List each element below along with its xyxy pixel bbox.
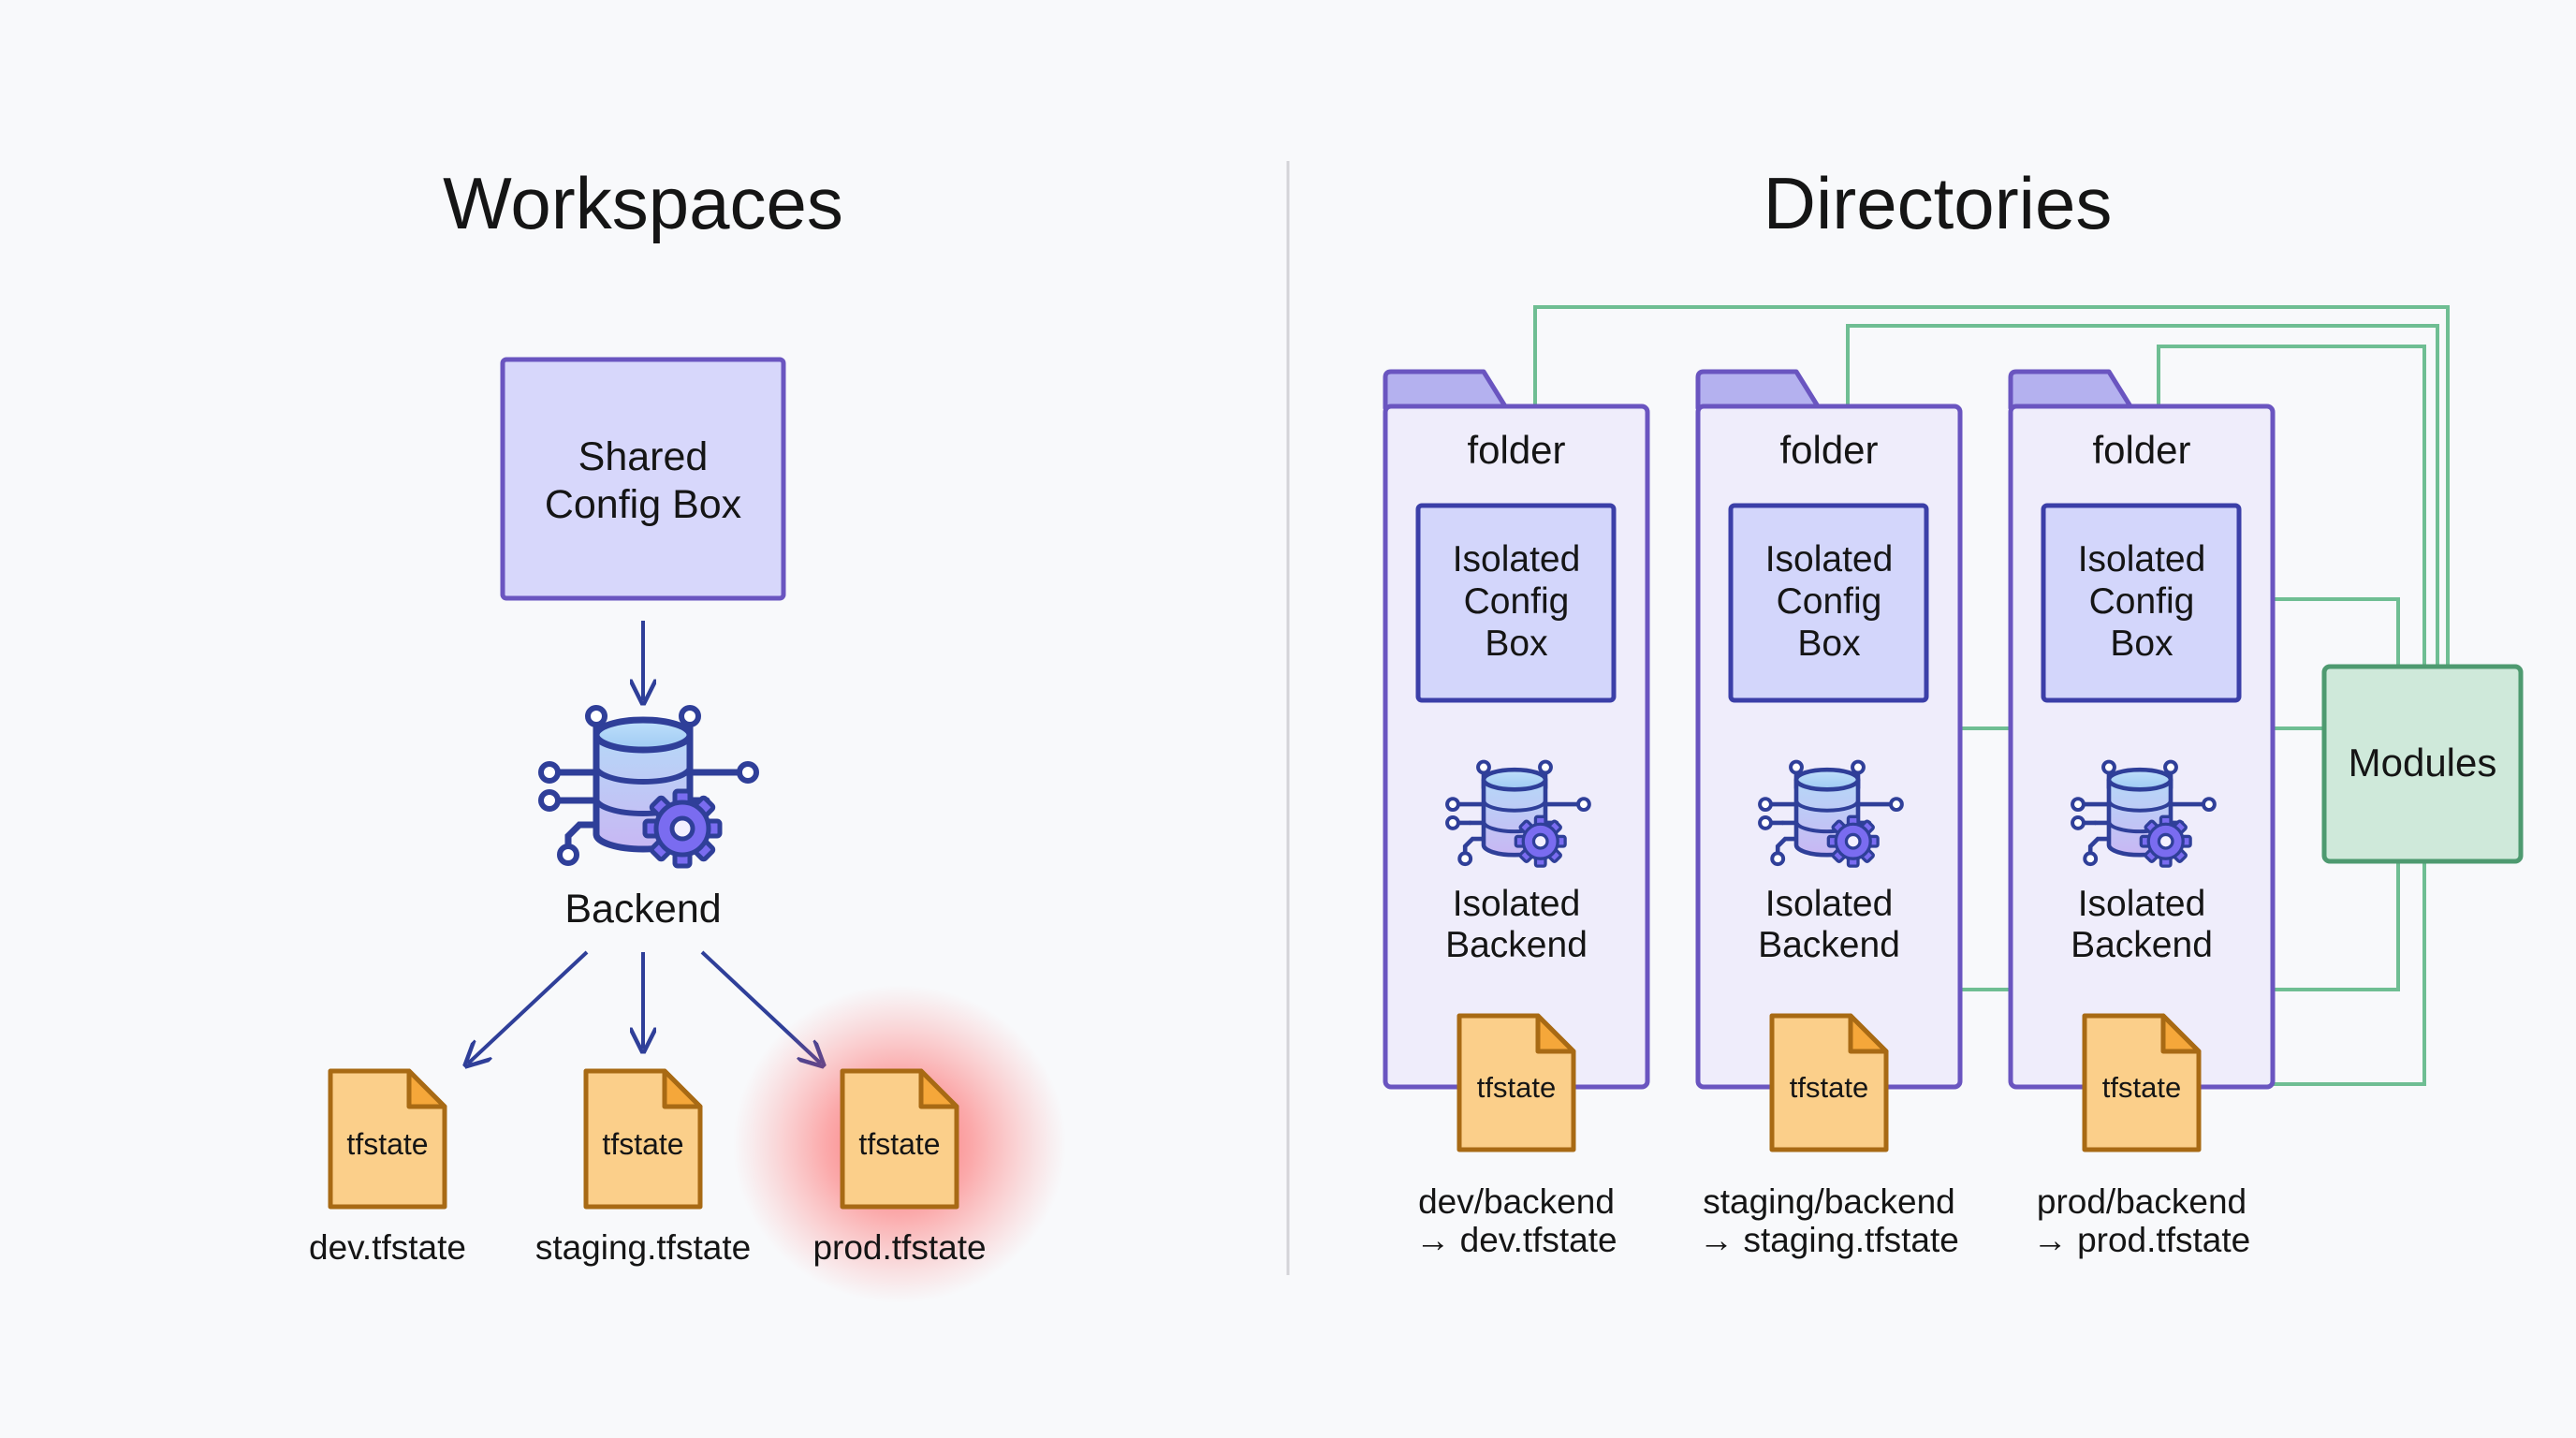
state-file-caption: prod.tfstate	[812, 1228, 986, 1267]
state-file-icon-label: tfstate	[346, 1127, 428, 1161]
directories-title: Directories	[1764, 162, 2113, 244]
folder-prod: folder Isolated Config Box Isolated Back…	[2008, 369, 2276, 1259]
state-file-dev: tfstate dev.tfstate	[309, 1068, 466, 1267]
backend-line-1: Isolated	[2078, 884, 2206, 924]
folder-caption-line2: → staging.tfstate	[1699, 1221, 1959, 1259]
state-file-staging: tfstate staging.tfstate	[535, 1068, 751, 1267]
config-line-3: Box	[1797, 624, 1861, 664]
state-file-caption: dev.tfstate	[309, 1228, 466, 1267]
isolated-config-box	[1728, 503, 1929, 703]
file-icon	[1769, 1013, 1889, 1152]
state-file-icon-label: tfstate	[1477, 1071, 1556, 1104]
file-icon	[583, 1068, 703, 1210]
directories-panel: Directories folder Isolated Config Box	[1383, 162, 2524, 1259]
config-line-1: Isolated	[1453, 539, 1581, 580]
isolated-config-box	[2041, 503, 2242, 703]
arrow-to-dev-icon	[468, 950, 589, 1064]
workspaces-title: Workspaces	[443, 162, 843, 244]
folder-caption-line1: staging/backend	[1703, 1182, 1954, 1221]
shared-config-box: Shared Config Box	[500, 357, 786, 601]
folder-caption-line1: prod/backend	[2037, 1182, 2247, 1221]
folder-icon	[1695, 369, 1963, 1090]
folder-icon	[1383, 369, 1650, 1090]
folder-icon	[2008, 369, 2276, 1090]
config-line-3: Box	[2110, 624, 2174, 664]
backend-line-1: Isolated	[1765, 884, 1894, 924]
config-line-2: Config	[2089, 581, 2195, 622]
folder-label: folder	[1779, 428, 1878, 472]
state-file-icon-label: tfstate	[858, 1127, 940, 1161]
modules-box: Modules	[2321, 664, 2524, 864]
config-line-1: Isolated	[1765, 539, 1894, 580]
config-line-2: Config	[1464, 581, 1570, 622]
folder-label: folder	[2092, 428, 2190, 472]
shared-config-label-line1: Shared	[578, 434, 709, 479]
folder-caption-line2: → dev.tfstate	[1415, 1221, 1617, 1259]
shared-config-label-line2: Config Box	[545, 482, 742, 527]
state-file-icon-label: tfstate	[1790, 1071, 1868, 1104]
backend-label: Backend	[564, 887, 721, 932]
file-icon	[2082, 1013, 2202, 1152]
file-icon	[1456, 1013, 1576, 1152]
file-icon	[840, 1068, 959, 1210]
state-file-caption: staging.tfstate	[535, 1228, 751, 1267]
backend-line-2: Backend	[1758, 925, 1900, 965]
config-line-3: Box	[1485, 624, 1548, 664]
folder-staging: folder Isolated Config Box Isolated Back…	[1695, 369, 1963, 1259]
backend-line-1: Isolated	[1453, 884, 1581, 924]
database-gear-icon	[541, 708, 756, 866]
state-file-icon-label: tfstate	[2102, 1071, 2181, 1104]
isolated-config-box	[1415, 503, 1617, 703]
modules-label: Modules	[2349, 741, 2497, 785]
folder-caption-line1: dev/backend	[1418, 1182, 1615, 1221]
config-line-1: Isolated	[2078, 539, 2206, 580]
config-line-2: Config	[1777, 581, 1882, 622]
folder-dev: folder Isolated Config Box Isolated Back…	[1383, 369, 1650, 1259]
file-icon	[328, 1068, 447, 1210]
module-connectors	[1533, 305, 2450, 1086]
folder-caption-line2: → prod.tfstate	[2033, 1221, 2250, 1259]
folder-label: folder	[1467, 428, 1565, 472]
backend-line-2: Backend	[2071, 925, 2213, 965]
state-file-prod: tfstate prod.tfstate	[812, 1068, 987, 1267]
state-file-icon-label: tfstate	[602, 1127, 683, 1161]
workspaces-panel: Workspaces Shared Config Box Backend tfs…	[309, 162, 1066, 1303]
backend-line-2: Backend	[1445, 925, 1588, 965]
